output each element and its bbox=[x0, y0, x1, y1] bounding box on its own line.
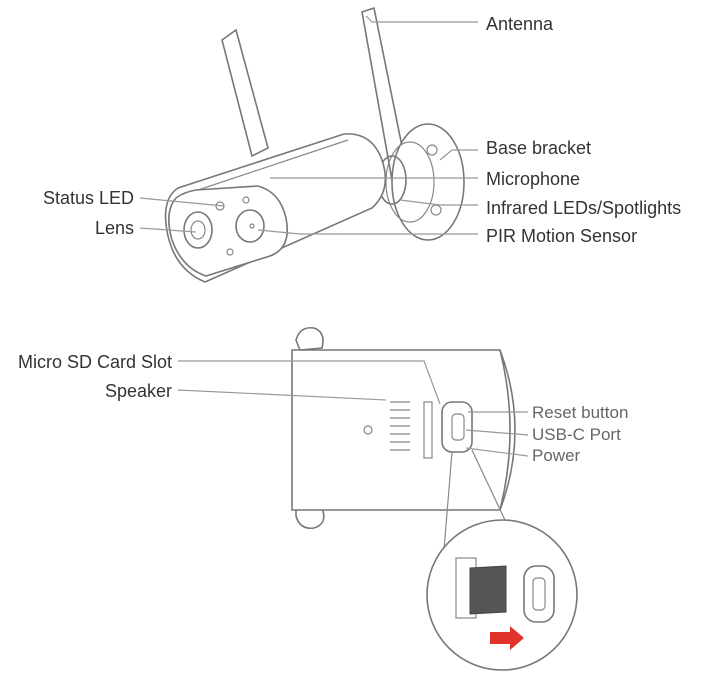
label-reset-button: Reset button bbox=[532, 403, 629, 422]
top-leader-lines bbox=[139, 15, 478, 235]
label-status-led: Status LED bbox=[42, 188, 134, 208]
label-lens: Lens bbox=[94, 218, 134, 238]
label-infrared-leds: Infrared LEDs/Spotlights bbox=[486, 198, 682, 218]
label-base-bracket: Base bracket bbox=[486, 138, 592, 158]
camera-side-illustration bbox=[291, 326, 578, 671]
camera-front-illustration bbox=[164, 6, 465, 283]
label-pir-sensor: PIR Motion Sensor bbox=[486, 226, 638, 246]
label-antenna: Antenna bbox=[486, 14, 554, 34]
label-usbc-port: USB-C Port bbox=[532, 425, 621, 444]
label-microphone: Microphone bbox=[486, 169, 581, 189]
label-speaker: Speaker bbox=[104, 381, 172, 401]
label-power: Power bbox=[532, 446, 581, 465]
label-micro-sd-slot: Micro SD Card Slot bbox=[17, 352, 172, 372]
insert-direction-arrow bbox=[490, 626, 524, 650]
bottom-leader-lines bbox=[177, 360, 529, 457]
